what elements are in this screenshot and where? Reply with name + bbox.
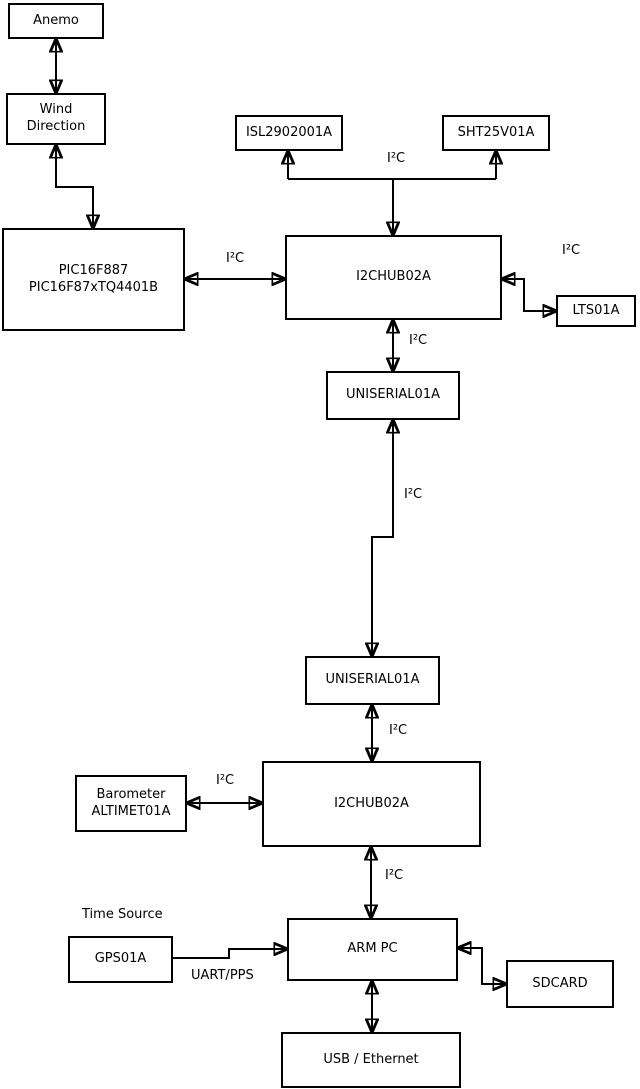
node-anemo: Anemo bbox=[8, 3, 104, 39]
node-barometer: Barometer ALTIMET01A bbox=[75, 775, 187, 832]
connector-uniserial-uniserial bbox=[372, 420, 393, 656]
edge-label-i2c-hub-armpc: I²C bbox=[385, 868, 404, 883]
edge-label-i2c-pic-hub: I²C bbox=[226, 251, 245, 266]
node-isl-label: ISL2902001A bbox=[245, 124, 333, 140]
edge-label-i2c-hub-uniserial-top: I²C bbox=[409, 333, 428, 348]
node-gps: GPS01A bbox=[68, 936, 173, 983]
node-uniserial-bottom-label: UNISERIAL01A bbox=[325, 672, 420, 688]
node-i2chub-top: I2CHUB02A bbox=[285, 235, 502, 320]
node-uniserial-top-label: UNISERIAL01A bbox=[346, 387, 440, 403]
node-arm-pc-label: ARM PC bbox=[347, 941, 398, 957]
node-wind-direction-label-line2: Direction bbox=[26, 119, 86, 134]
node-lts-label: LTS01A bbox=[572, 302, 620, 318]
edge-label-i2c-uniserial-link: I²C bbox=[404, 487, 423, 502]
edge-label-uart-pps: UART/PPS bbox=[191, 968, 254, 983]
edge-label-i2c-hub-lts: I²C bbox=[562, 243, 581, 258]
node-lts: LTS01A bbox=[556, 295, 636, 327]
edge-label-i2c-barometer-hub: I²C bbox=[216, 773, 235, 788]
node-uniserial-bottom: UNISERIAL01A bbox=[305, 656, 440, 705]
edge-label-i2c-uniserial-hub-bottom: I²C bbox=[389, 723, 408, 738]
node-sht: SHT25V01A bbox=[442, 115, 550, 151]
node-pic: PIC16F887 PIC16F87xTQ4401B bbox=[2, 228, 185, 331]
node-sdcard-label: SDCARD bbox=[532, 975, 588, 991]
node-isl: ISL2902001A bbox=[235, 115, 343, 151]
node-sht-label: SHT25V01A bbox=[457, 124, 535, 140]
node-usb-ethernet-label: USB / Ethernet bbox=[323, 1051, 419, 1067]
node-wind-direction: Wind Direction bbox=[6, 93, 106, 145]
connector-gps-armpc bbox=[173, 949, 287, 959]
connector-wind-direction-pic bbox=[56, 145, 93, 228]
node-pic-label-line2: PIC16F87xTQ4401B bbox=[28, 279, 159, 295]
connector-armpc-sdcard bbox=[458, 948, 506, 984]
node-sdcard: SDCARD bbox=[506, 960, 614, 1008]
node-barometer-label-line1: Barometer bbox=[96, 786, 166, 802]
node-arm-pc: ARM PC bbox=[287, 918, 458, 981]
connector-i2chub-top-lts bbox=[502, 279, 556, 311]
node-uniserial-top: UNISERIAL01A bbox=[326, 371, 460, 420]
edge-label-i2c-sensor-branch: I²C bbox=[387, 151, 406, 166]
node-i2chub-bottom: I2CHUB02A bbox=[262, 761, 481, 847]
edge-label-time-source: Time Source bbox=[82, 907, 163, 922]
node-i2chub-bottom-label: I2CHUB02A bbox=[334, 795, 409, 811]
node-pic-label-line1: PIC16F887 bbox=[58, 262, 129, 278]
node-i2chub-top-label: I2CHUB02A bbox=[356, 269, 431, 285]
node-anemo-label: Anemo bbox=[33, 12, 79, 28]
node-wind-direction-label-line1: Wind bbox=[39, 102, 73, 118]
node-usb-ethernet: USB / Ethernet bbox=[281, 1032, 461, 1088]
node-gps-label: GPS01A bbox=[94, 951, 147, 967]
node-barometer-label-line2: ALTIMET01A bbox=[91, 803, 171, 819]
